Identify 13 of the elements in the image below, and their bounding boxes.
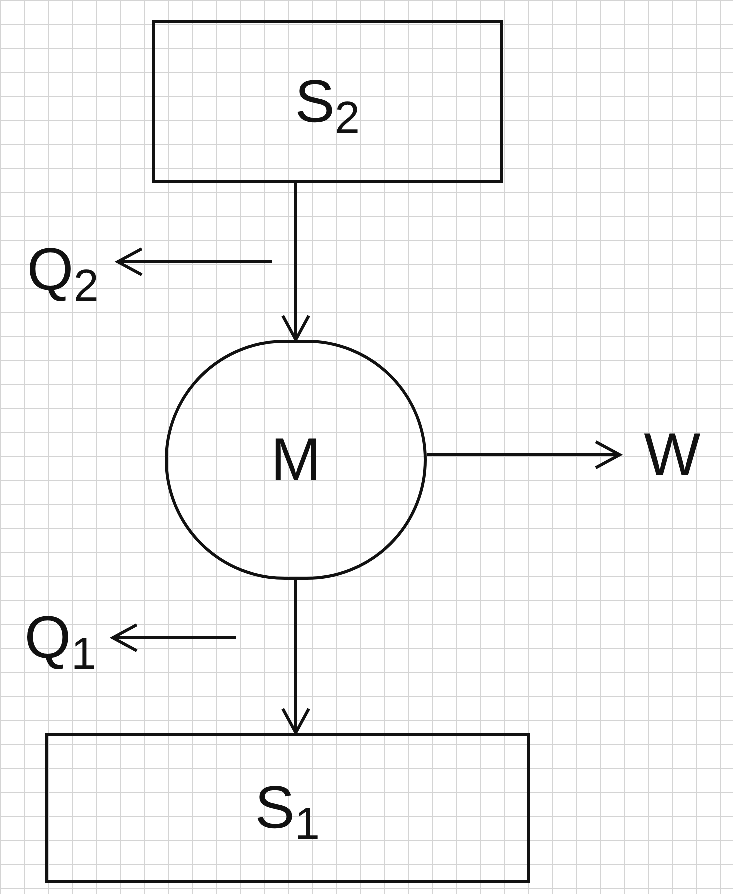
arrow [427,440,622,470]
quantity-label: Q$_{2}$ [8,230,118,310]
arrow [282,183,310,342]
arrow [112,624,236,652]
reservoir-box [152,20,503,183]
arrow [116,248,272,276]
quantity-label: Q$_{1}$ [8,600,113,675]
reservoir-box [45,733,530,883]
node-label: S$_{2}$ [294,72,360,132]
arrow [282,580,310,734]
node-label: S$_{1}$ [254,778,320,838]
quantity-label: W [620,415,725,495]
node-label: M [271,430,321,490]
